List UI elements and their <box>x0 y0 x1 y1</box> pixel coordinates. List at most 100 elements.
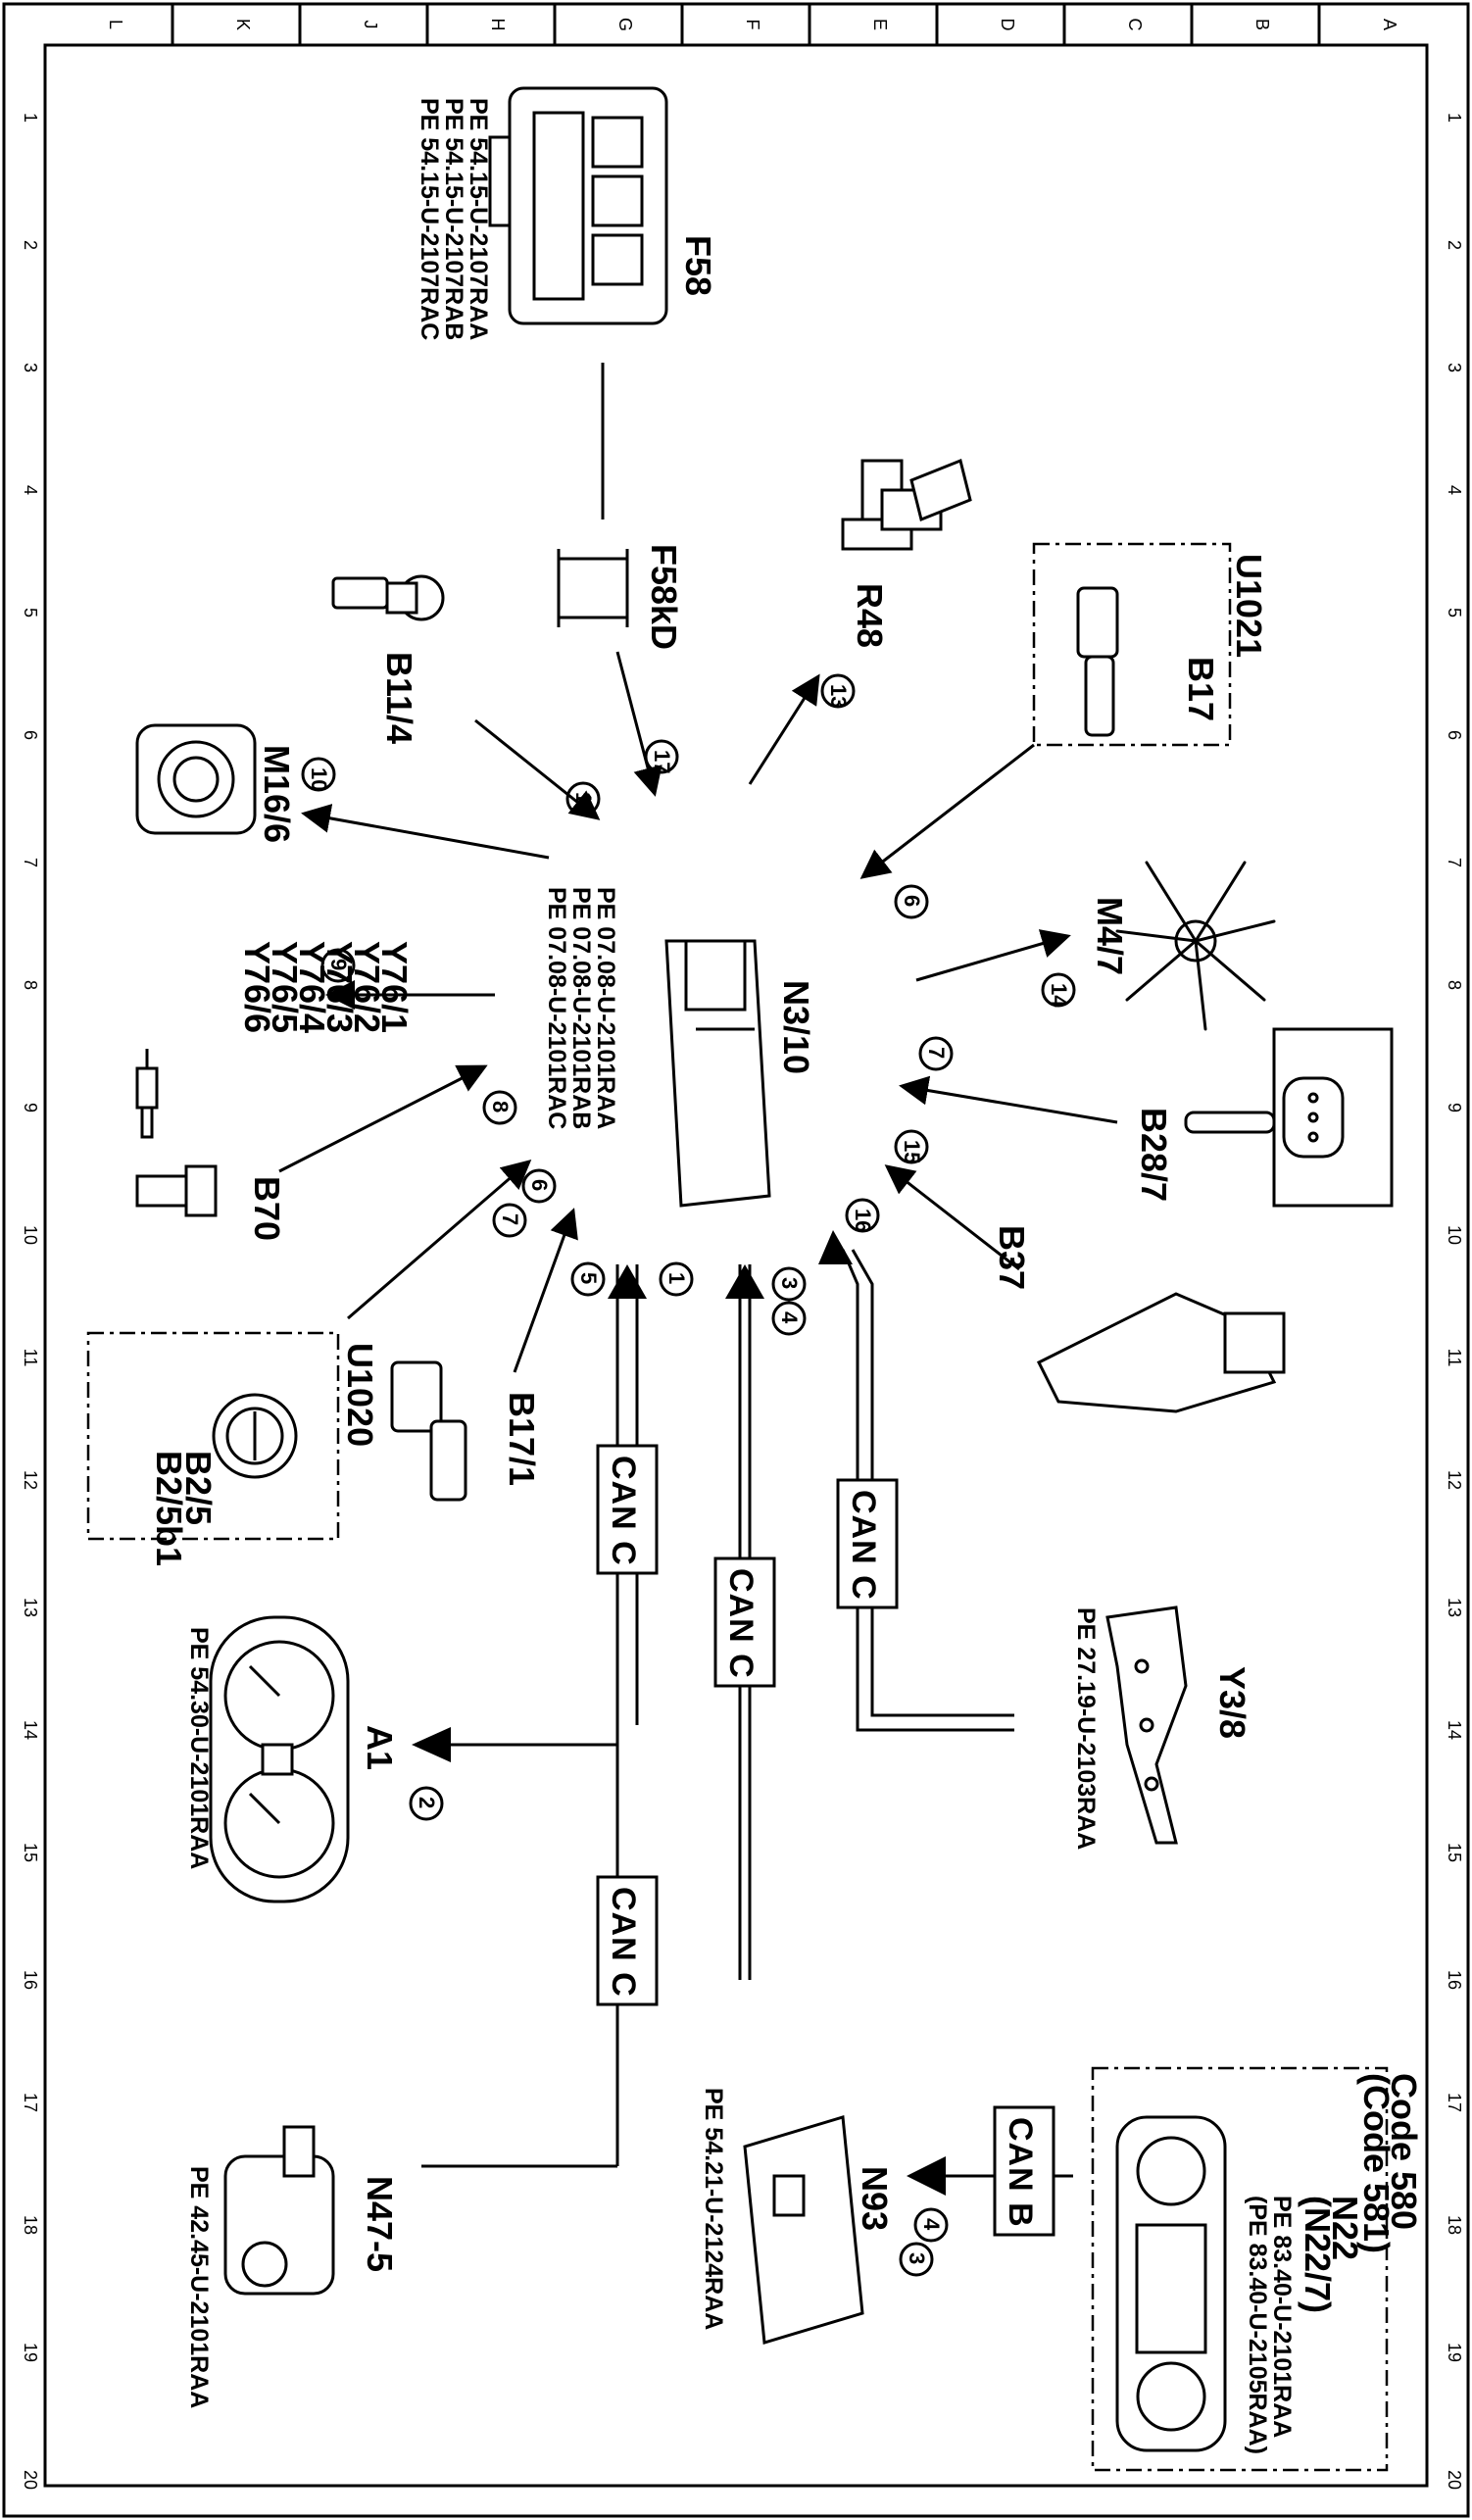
label-a1: A1 <box>360 1725 400 1770</box>
label-f58kd: F58kD <box>644 544 684 650</box>
inner-frame <box>43 43 1429 2488</box>
svg-text:7: 7 <box>498 1213 522 1225</box>
label-n22-7: (N22/7) <box>1298 2196 1338 2313</box>
grid-letter: A <box>1380 19 1399 30</box>
svg-text:4: 4 <box>1445 485 1464 495</box>
label-b2-5b1: B2/5b1 <box>149 1451 189 1566</box>
ref-n3-10-1: PE 07.08-U-2101RAA <box>592 887 619 1129</box>
label-n22: N22 <box>1325 2196 1365 2260</box>
b17-1-sensor-icon <box>390 1360 467 1502</box>
svg-text:7: 7 <box>924 1047 949 1059</box>
grid-letter: J <box>361 21 380 29</box>
svg-text:CAN C: CAN C <box>845 1490 882 1601</box>
y76-injector-icon <box>135 1049 159 1139</box>
label-code580: Code 580 <box>1384 2073 1424 2230</box>
grid-letter: H <box>488 19 508 31</box>
svg-text:5: 5 <box>21 608 40 618</box>
label-y3-8: Y3/8 <box>1212 1666 1252 1739</box>
svg-text:11: 11 <box>21 1349 40 1367</box>
m16-6-throttle-icon <box>135 723 257 835</box>
svg-text:4: 4 <box>777 1311 802 1324</box>
can-c-bus-lines <box>412 1230 1014 2168</box>
svg-text:3: 3 <box>21 363 40 372</box>
svg-text:9: 9 <box>1445 1103 1464 1112</box>
svg-text:14: 14 <box>21 1720 40 1740</box>
grid-numbers-right: 1 2 3 4 5 6 7 8 9 10 11 12 13 14 15 16 1… <box>1445 113 1464 2490</box>
grid-letter: K <box>233 19 253 30</box>
svg-text:15: 15 <box>900 1140 924 1163</box>
ref-n22-2: (PE 83.40-U-2105RAA) <box>1244 2196 1271 2454</box>
grid-letters-top: L K J H G F E D C B A <box>106 4 1399 45</box>
svg-text:CAN C: CAN C <box>722 1568 760 1679</box>
svg-text:2: 2 <box>21 240 40 250</box>
grid-letter: F <box>743 20 762 30</box>
label-m4-7: M4/7 <box>1090 897 1130 975</box>
label-b28-7: B28/7 <box>1134 1108 1174 1202</box>
svg-text:8: 8 <box>488 1101 513 1112</box>
can-c-label-3: CAN C <box>836 1478 899 1609</box>
ref-n22-1: PE 83.40-U-2101RAA <box>1268 2196 1296 2438</box>
svg-text:7: 7 <box>1445 858 1464 867</box>
svg-text:9: 9 <box>21 1103 40 1112</box>
can-c-label-2: CAN C <box>713 1556 776 1688</box>
svg-text:12: 12 <box>1445 1470 1464 1490</box>
svg-text:20: 20 <box>1445 2470 1464 2490</box>
svg-text:16: 16 <box>851 1209 875 1232</box>
svg-text:16: 16 <box>21 1970 40 1990</box>
u1020-group-frame <box>86 1331 340 1541</box>
u1021-group-frame <box>1032 542 1232 747</box>
svg-text:9: 9 <box>326 959 351 970</box>
can-c-label-1: CAN C <box>596 1444 659 1575</box>
ref-n47-5: PE 42.45-U-2101RAA <box>185 2166 213 2408</box>
svg-text:17: 17 <box>1445 2093 1464 2112</box>
svg-text:16: 16 <box>1445 1970 1464 1990</box>
ref-f58-3: PE 54.15-U-2107RAC <box>416 98 443 340</box>
svg-text:6: 6 <box>900 895 924 907</box>
svg-text:1: 1 <box>21 113 40 123</box>
b11-4-sensor-icon <box>331 574 445 621</box>
b37-accelerator-pedal-icon <box>1036 1292 1286 1413</box>
label-y76-1: Y76/1 <box>374 941 415 1033</box>
svg-text:13: 13 <box>21 1598 40 1617</box>
b28-7-pressure-sensor-icon <box>1184 1027 1394 1208</box>
svg-text:15: 15 <box>21 1843 40 1862</box>
svg-text:1: 1 <box>1445 113 1464 123</box>
label-u1020: U1020 <box>340 1343 380 1447</box>
n22-climate-control-icon <box>1115 2115 1227 2452</box>
label-r48: R48 <box>850 583 890 648</box>
svg-text:6: 6 <box>21 730 40 740</box>
svg-text:2: 2 <box>415 1797 439 1808</box>
svg-text:13: 13 <box>826 684 851 708</box>
connection-arrows <box>278 651 1118 1373</box>
f58-fuse-box-icon <box>488 86 668 325</box>
svg-text:3: 3 <box>905 2252 929 2264</box>
svg-text:10: 10 <box>307 767 331 791</box>
svg-text:10: 10 <box>21 1225 40 1245</box>
n47-5-module-icon <box>223 2125 335 2296</box>
svg-text:14: 14 <box>1047 983 1071 1008</box>
grid-letter: L <box>106 20 125 29</box>
svg-text:6: 6 <box>527 1179 552 1191</box>
svg-text:17: 17 <box>21 2093 40 2112</box>
a1-instrument-cluster-icon <box>209 1615 350 1903</box>
svg-text:19: 19 <box>21 2343 40 2362</box>
label-m16-6: M16/6 <box>257 745 297 843</box>
label-b11-4: B11/4 <box>379 652 419 744</box>
b2-5-airflow-sensor-icon <box>212 1393 298 1479</box>
svg-text:CAN B: CAN B <box>1002 2117 1039 2228</box>
svg-text:CAN C: CAN C <box>605 1456 642 1566</box>
label-b17-1: B17/1 <box>502 1392 542 1486</box>
svg-text:15: 15 <box>1445 1843 1464 1862</box>
grid-letter: C <box>1125 19 1145 31</box>
svg-text:8: 8 <box>21 980 40 990</box>
label-y76-5: Y76/5 <box>265 941 305 1033</box>
label-b70: B70 <box>247 1176 287 1241</box>
label-f58: F58 <box>678 235 718 296</box>
svg-text:5: 5 <box>1445 608 1464 618</box>
svg-text:CAN C: CAN C <box>605 1887 642 1998</box>
svg-text:18: 18 <box>1445 2215 1464 2235</box>
svg-text:8: 8 <box>1445 980 1464 990</box>
svg-text:12: 12 <box>21 1470 40 1490</box>
ref-f58-2: PE 54.15-U-2107RAB <box>440 98 467 340</box>
